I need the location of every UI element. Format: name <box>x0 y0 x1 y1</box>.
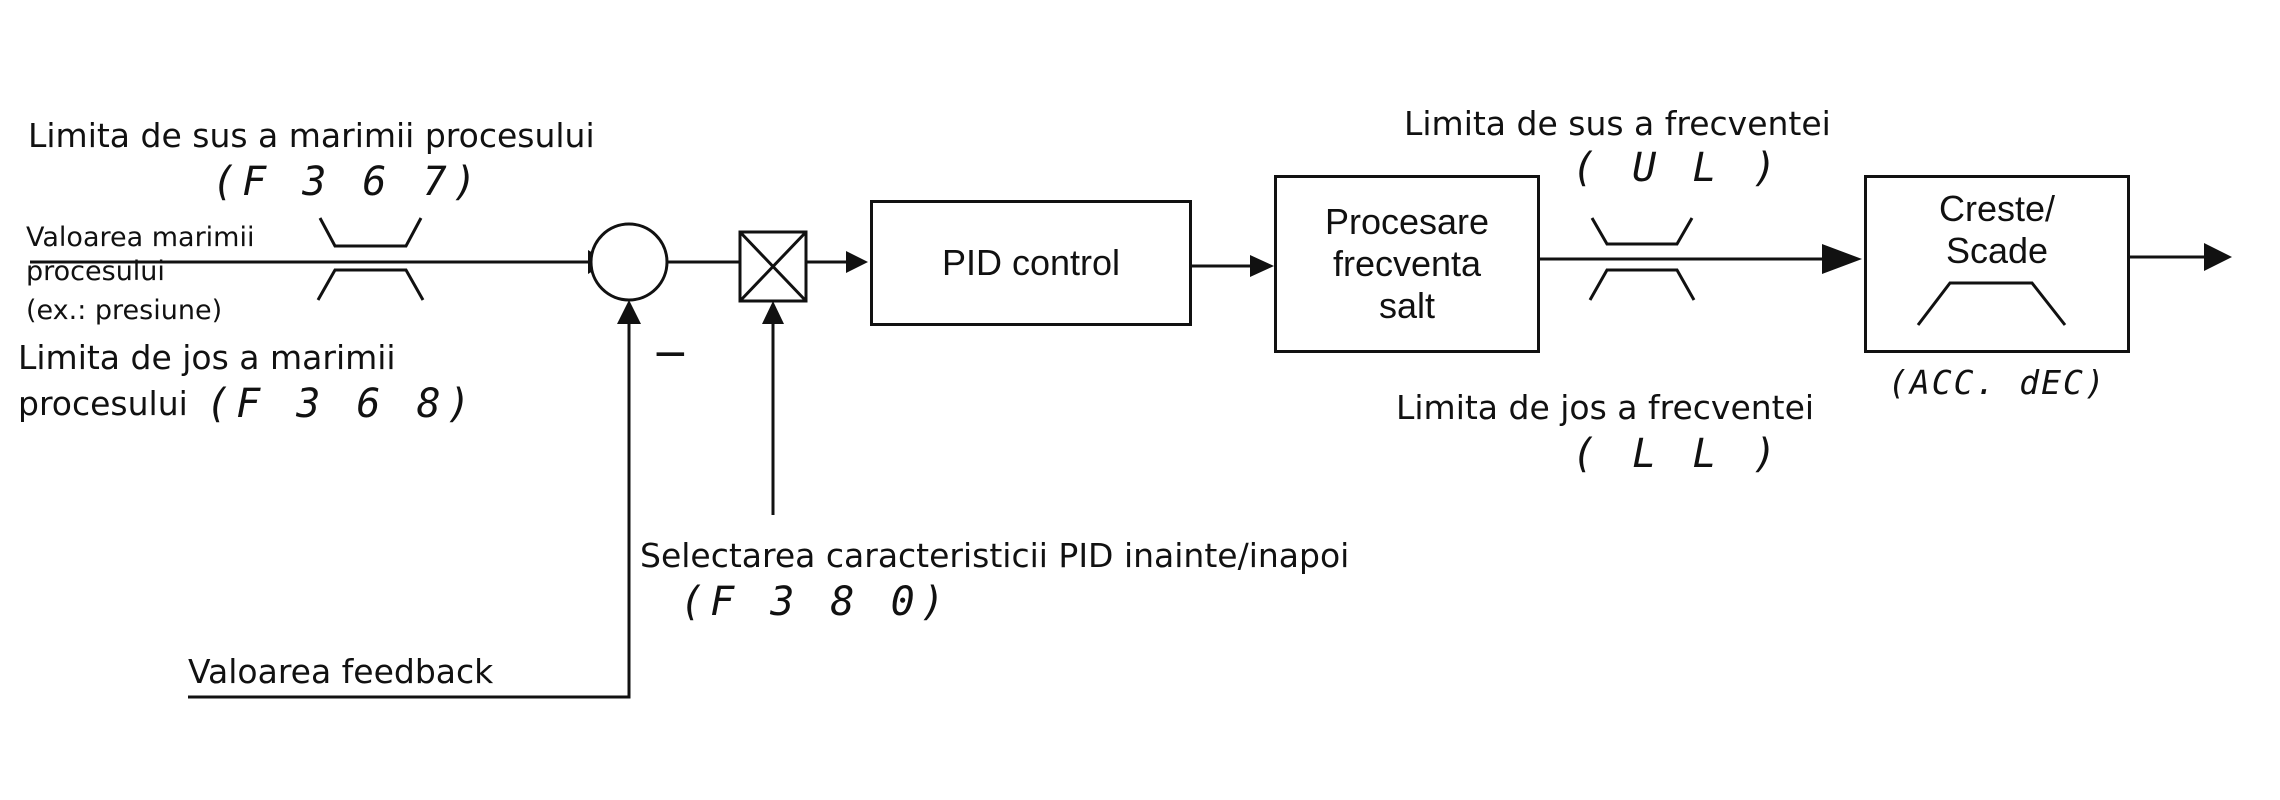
jump-frequency-block: Procesare frecventa salt <box>1274 175 1540 353</box>
pid-control-block: PID control <box>870 200 1192 326</box>
feedback-value-label: Valoarea feedback <box>188 652 494 691</box>
process-upper-limit-label: Limita de sus a marimii procesului <box>28 116 595 155</box>
jump-to-ramp-arrowhead <box>1822 244 1862 274</box>
process-upper-limit-code: (F 3 6 7) <box>212 159 483 205</box>
jump-block-line3: salt <box>1378 285 1436 326</box>
process-lower-limit-code: (F 3 6 8) <box>206 381 477 427</box>
process-lower-limit-label-1: Limita de jos a marimii <box>18 338 396 377</box>
process-lower-limiter-icon <box>316 268 425 301</box>
process-value-label-3: (ex.: presiune) <box>26 295 223 326</box>
freq-lower-limit-code: ( L L ) <box>1572 431 1783 477</box>
output-arrowhead <box>2204 243 2232 271</box>
acc-dec-code: (ACC. dEC) <box>1888 363 2107 402</box>
jump-block-line1: Procesare <box>1324 201 1490 242</box>
freq-lower-limiter-icon <box>1588 268 1696 301</box>
feedback-arrowhead <box>617 300 641 324</box>
pid-direction-select-code: (F 3 8 0) <box>680 579 951 625</box>
feedback-line <box>188 322 631 699</box>
process-value-label-2: procesului <box>26 256 165 287</box>
summing-junction-icon <box>589 222 669 302</box>
freq-upper-limit-code: ( U L ) <box>1572 145 1783 191</box>
pid-to-jump-arrowhead <box>1250 255 1274 277</box>
freq-lower-limit-label: Limita de jos a frecventei <box>1396 388 1815 427</box>
pid-select-arrowhead <box>762 301 784 324</box>
freq-upper-limit-label: Limita de sus a frecventei <box>1404 104 1831 143</box>
freq-upper-limiter-icon <box>1590 217 1694 246</box>
jump-block-line2: frecventa <box>1332 243 1482 284</box>
pid-direction-select-label: Selectarea caracteristicii PID inainte/i… <box>640 536 1350 575</box>
minus-sign: − <box>652 328 689 379</box>
process-upper-limiter-icon <box>318 217 423 248</box>
pid-control-label: PID control <box>941 242 1121 283</box>
ramp-block-line1: Creste/ <box>1938 188 2056 229</box>
switch-to-pid-arrowhead <box>846 251 868 273</box>
ramp-block-line2: Scade <box>1945 230 2049 271</box>
ramp-block: Creste/ Scade <box>1864 175 2130 353</box>
process-value-label-1: Valoarea marimii <box>26 222 255 253</box>
process-lower-limit-label-2: procesului <box>18 384 188 423</box>
